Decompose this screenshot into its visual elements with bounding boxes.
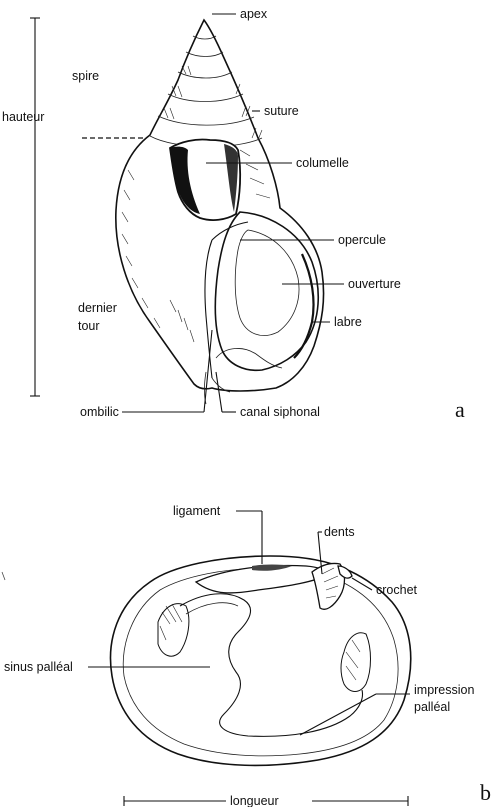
- label-dents: dents: [324, 525, 355, 539]
- label-apex: apex: [240, 7, 268, 21]
- height-bracket: [30, 18, 40, 396]
- label-ouverture: ouverture: [348, 277, 401, 291]
- label-opercule: opercule: [338, 233, 386, 247]
- label-suture: suture: [264, 104, 299, 118]
- label-ombilic: ombilic: [80, 405, 119, 419]
- stray-mark: [2, 572, 5, 580]
- panel-letter-b: b: [480, 780, 491, 805]
- label-hauteur: hauteur: [2, 110, 44, 124]
- gastropod-diagram: apex spire hauteur suture columelle oper…: [2, 7, 465, 422]
- panel-letter-a: a: [455, 397, 465, 422]
- label-impression-line2: palléal: [414, 700, 450, 714]
- label-dernier-tour-line1: dernier: [78, 301, 117, 315]
- label-labre: labre: [334, 315, 362, 329]
- label-crochet: crochet: [376, 583, 418, 597]
- label-columelle: columelle: [296, 156, 349, 170]
- label-canal-siphonal: canal siphonal: [240, 405, 320, 419]
- label-impression-line1: impression: [414, 683, 474, 697]
- bivalve-diagram: ligament dents crochet sinus palléal imp…: [2, 504, 491, 807]
- label-spire: spire: [72, 69, 99, 83]
- label-longueur: longueur: [230, 794, 279, 807]
- label-dernier-tour-line2: tour: [78, 319, 100, 333]
- label-sinus-palleal: sinus palléal: [4, 660, 73, 674]
- label-ligament: ligament: [173, 504, 221, 518]
